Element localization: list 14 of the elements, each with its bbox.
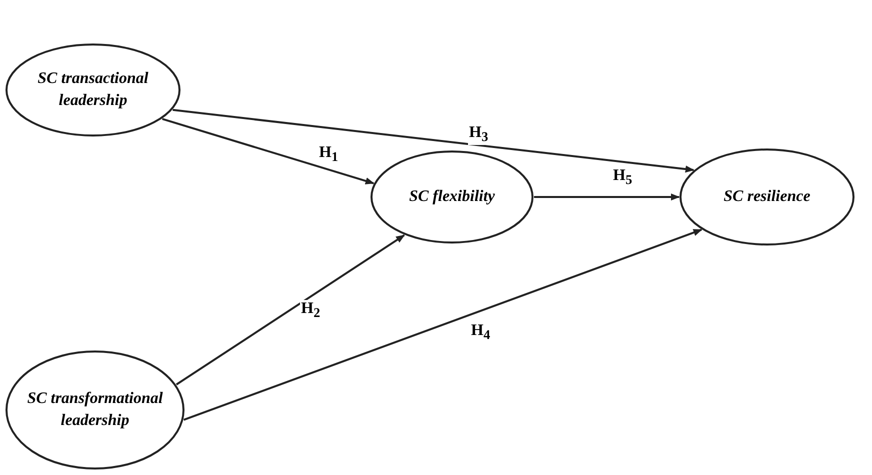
- construct-label: SC transactional leadership: [36, 69, 150, 111]
- arrow: [183, 228, 702, 421]
- construct-ellipse: [679, 148, 855, 246]
- arrow: [534, 193, 680, 201]
- construct-label: SC flexibility: [409, 187, 495, 208]
- construct-ellipse: [5, 43, 181, 137]
- arrow: [172, 108, 694, 173]
- edge-label: H$_{3}$: [468, 124, 490, 146]
- construct-label: SC transformational leadership: [26, 389, 164, 431]
- arrow: [176, 234, 405, 386]
- construct-label: SC resilience: [724, 187, 810, 208]
- arrow: [162, 118, 374, 184]
- construct-ellipse: [370, 150, 534, 244]
- construct-ellipse: [5, 350, 185, 470]
